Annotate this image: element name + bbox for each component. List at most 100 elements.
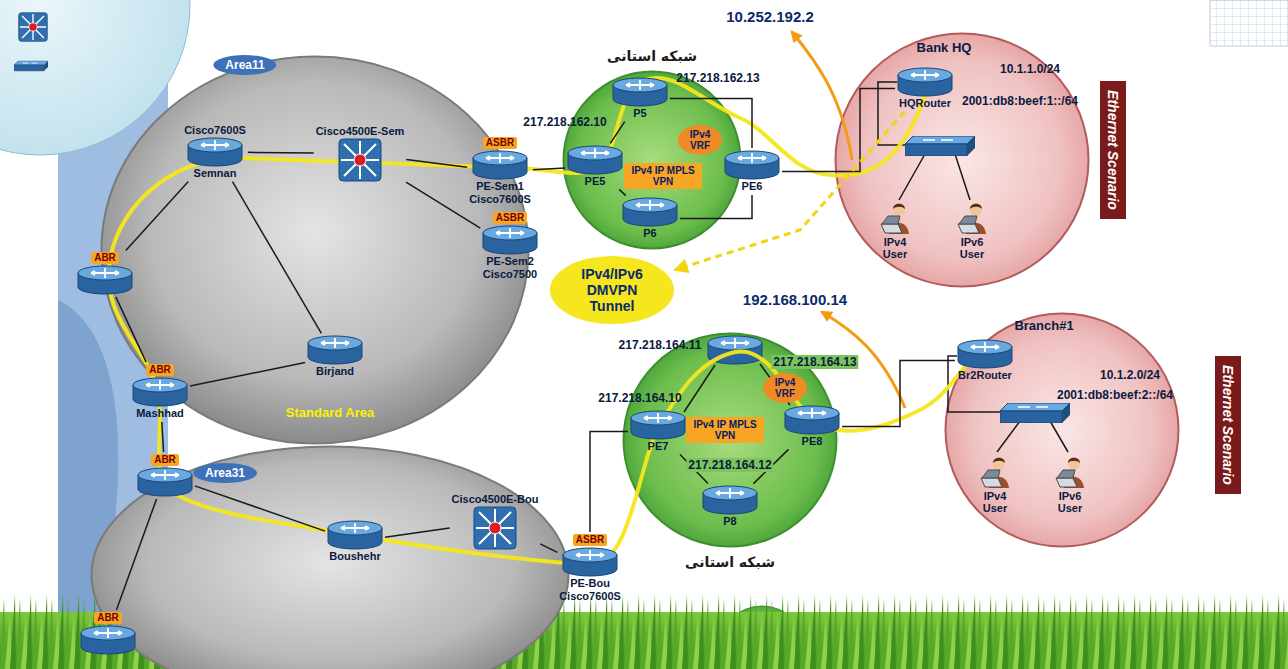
link-line [116, 499, 156, 610]
device-icon [137, 467, 193, 497]
device-icon [630, 410, 686, 440]
device-name: HQRouter [899, 97, 951, 110]
device-name: P5 [633, 107, 646, 120]
grid-panel [1210, 0, 1288, 46]
side-band [58, 0, 168, 669]
user-node: IPv4 User [877, 200, 913, 260]
region-area: Branch#1Br2RouterIPv4 UserIPv6 User [944, 312, 1180, 548]
device-name: Br2Router [958, 369, 1012, 382]
device-name: Cisco7600S [469, 193, 531, 206]
label-holder: 2001:db8:beef:1::/64 [960, 94, 1080, 108]
label-shape: IPv4 IP MPLS VPN [624, 163, 702, 189]
switch-node: Cisco4500E-Bou [452, 493, 539, 550]
banner-text: Ethernet Scenario [1105, 90, 1121, 210]
shape-label: IPv4/IPv6 DMVPN Tunnel [566, 266, 658, 314]
region-area: Area31ABRBoushehrCisco4500E-Bou [90, 445, 570, 669]
label-holder: Branch#1 [1014, 318, 1073, 333]
router-node: HQRouter [897, 67, 953, 110]
device-icon [784, 405, 840, 435]
router-node: Br2Router [957, 339, 1013, 382]
router-node: ABR Mashhad [132, 364, 188, 420]
device-name: Cisco7600S [184, 124, 246, 137]
device-name: PE-Sem2 [486, 255, 534, 268]
link-line [540, 544, 557, 552]
link-line [533, 168, 565, 170]
router-node: ABR [137, 454, 193, 497]
device-name: Mashhad [136, 407, 184, 420]
link-line [680, 195, 752, 219]
link-line [610, 122, 624, 144]
region-label: Standard Area [286, 405, 374, 420]
label-holder: 217.218.162.10 [521, 115, 608, 129]
grass [0, 594, 1288, 669]
device-name: PE-Bou [570, 577, 610, 590]
link-line [126, 181, 189, 250]
router-node: PE8 [784, 405, 840, 448]
region-label: Area11 [213, 55, 276, 75]
user-node: IPv6 User [1052, 454, 1088, 514]
device-icon [702, 485, 758, 515]
device-name: PE7 [648, 440, 669, 453]
router-node: P6 [622, 197, 678, 240]
device-name: Cisco4500E-Sem [316, 125, 405, 138]
device-name: IPv6 User [1052, 490, 1088, 514]
role-tag: ABR [151, 454, 179, 466]
label-holder: 2001:db8:beef:2::/64 [1055, 388, 1175, 402]
label-holder: 217.218.164.12 [686, 458, 773, 472]
label-holder: 192.168.100.14 [743, 291, 847, 308]
role-tag: ABR [94, 612, 122, 624]
device-icon [622, 197, 678, 227]
address-label: 217.218.164.10 [596, 391, 683, 405]
address-label: 217.218.162.10 [521, 115, 608, 129]
device-icon [338, 138, 382, 182]
link-line [406, 159, 467, 167]
router-node: Boushehr [327, 520, 383, 563]
device-icon [957, 200, 987, 236]
address-label: 2001:db8:beef:2::/64 [1055, 388, 1175, 402]
address-label: 217.218.164.13 [771, 355, 858, 369]
device-name: Birjand [316, 365, 354, 378]
shape-label: IPv4 IP MPLS VPN [690, 419, 760, 441]
pointer-arrow [792, 32, 852, 160]
shape-label: IPv4 VRF [685, 129, 715, 151]
traffic-path [109, 78, 985, 565]
router-node: PE7 [630, 410, 686, 453]
device-name: Cisco7600S [559, 590, 621, 603]
link-line [248, 152, 314, 154]
address-label: 217.218.162.13 [674, 71, 761, 85]
device-icon [612, 77, 668, 107]
link-line [116, 297, 146, 362]
label-holder: 217.218.162.13 [674, 71, 761, 85]
shape-label: IPv4 IP MPLS VPN [628, 165, 698, 187]
user-node: IPv4 User [977, 454, 1013, 514]
label-holder: 10.1.2.0/24 [1098, 368, 1162, 382]
device-icon [980, 454, 1010, 490]
region-label: Area31 [193, 463, 257, 483]
address-label: 217.218.164.11 [617, 338, 704, 352]
label-holder: Area31 [193, 463, 257, 483]
device-icon [77, 265, 133, 295]
address-label: 10.1.2.0/24 [1098, 368, 1162, 382]
role-tag: ASBR [573, 534, 607, 546]
address-label: 10.1.1.0/24 [998, 62, 1062, 76]
device-name: PE6 [742, 180, 763, 193]
link-line [232, 182, 321, 334]
device-name: Semnan [194, 167, 237, 180]
switch-icon [905, 136, 975, 156]
role-tag: ABR [146, 364, 174, 376]
link-line [619, 189, 626, 195]
link-line [385, 528, 450, 537]
device-name: P6 [643, 227, 656, 240]
device-name: P8 [723, 515, 736, 528]
router-node: ASBRPE-Sem1Cisco7600S [469, 137, 531, 206]
device-name: Cisco4500E-Bou [452, 493, 539, 506]
region-circle [718, 606, 806, 669]
label-holder: Area11 [213, 55, 276, 75]
switch-icon [1000, 403, 1070, 423]
label-shape: IPv4/IPv6 DMVPN Tunnel [550, 256, 674, 324]
device-icon [307, 335, 363, 365]
router-node: Birjand [307, 335, 363, 378]
device-icon [80, 625, 136, 655]
link-line [782, 89, 895, 172]
